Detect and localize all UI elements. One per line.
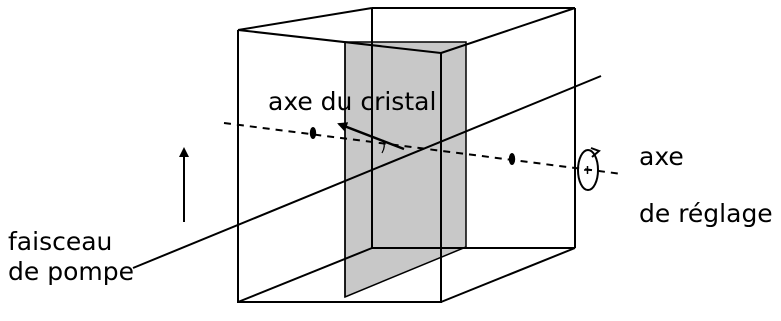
crystal-plane (344, 41, 467, 299)
crystal-axis-label: axe du cristal (268, 87, 436, 116)
pump-beam-label-line1: faisceau (8, 227, 112, 256)
crystal-axis-arrow (337, 122, 405, 151)
pump-beam-label-line2: de pompe (8, 257, 134, 286)
axis-marker-left (309, 127, 317, 139)
rotation-icon (577, 147, 601, 191)
adjust-axis-label-line2: de réglage (639, 199, 773, 228)
adjust-axis-label-line1: axe (639, 142, 684, 171)
angle-arc (381, 139, 385, 154)
pump-beam (132, 75, 602, 269)
axis-marker-right (508, 153, 516, 165)
crystal-cube (237, 7, 576, 303)
